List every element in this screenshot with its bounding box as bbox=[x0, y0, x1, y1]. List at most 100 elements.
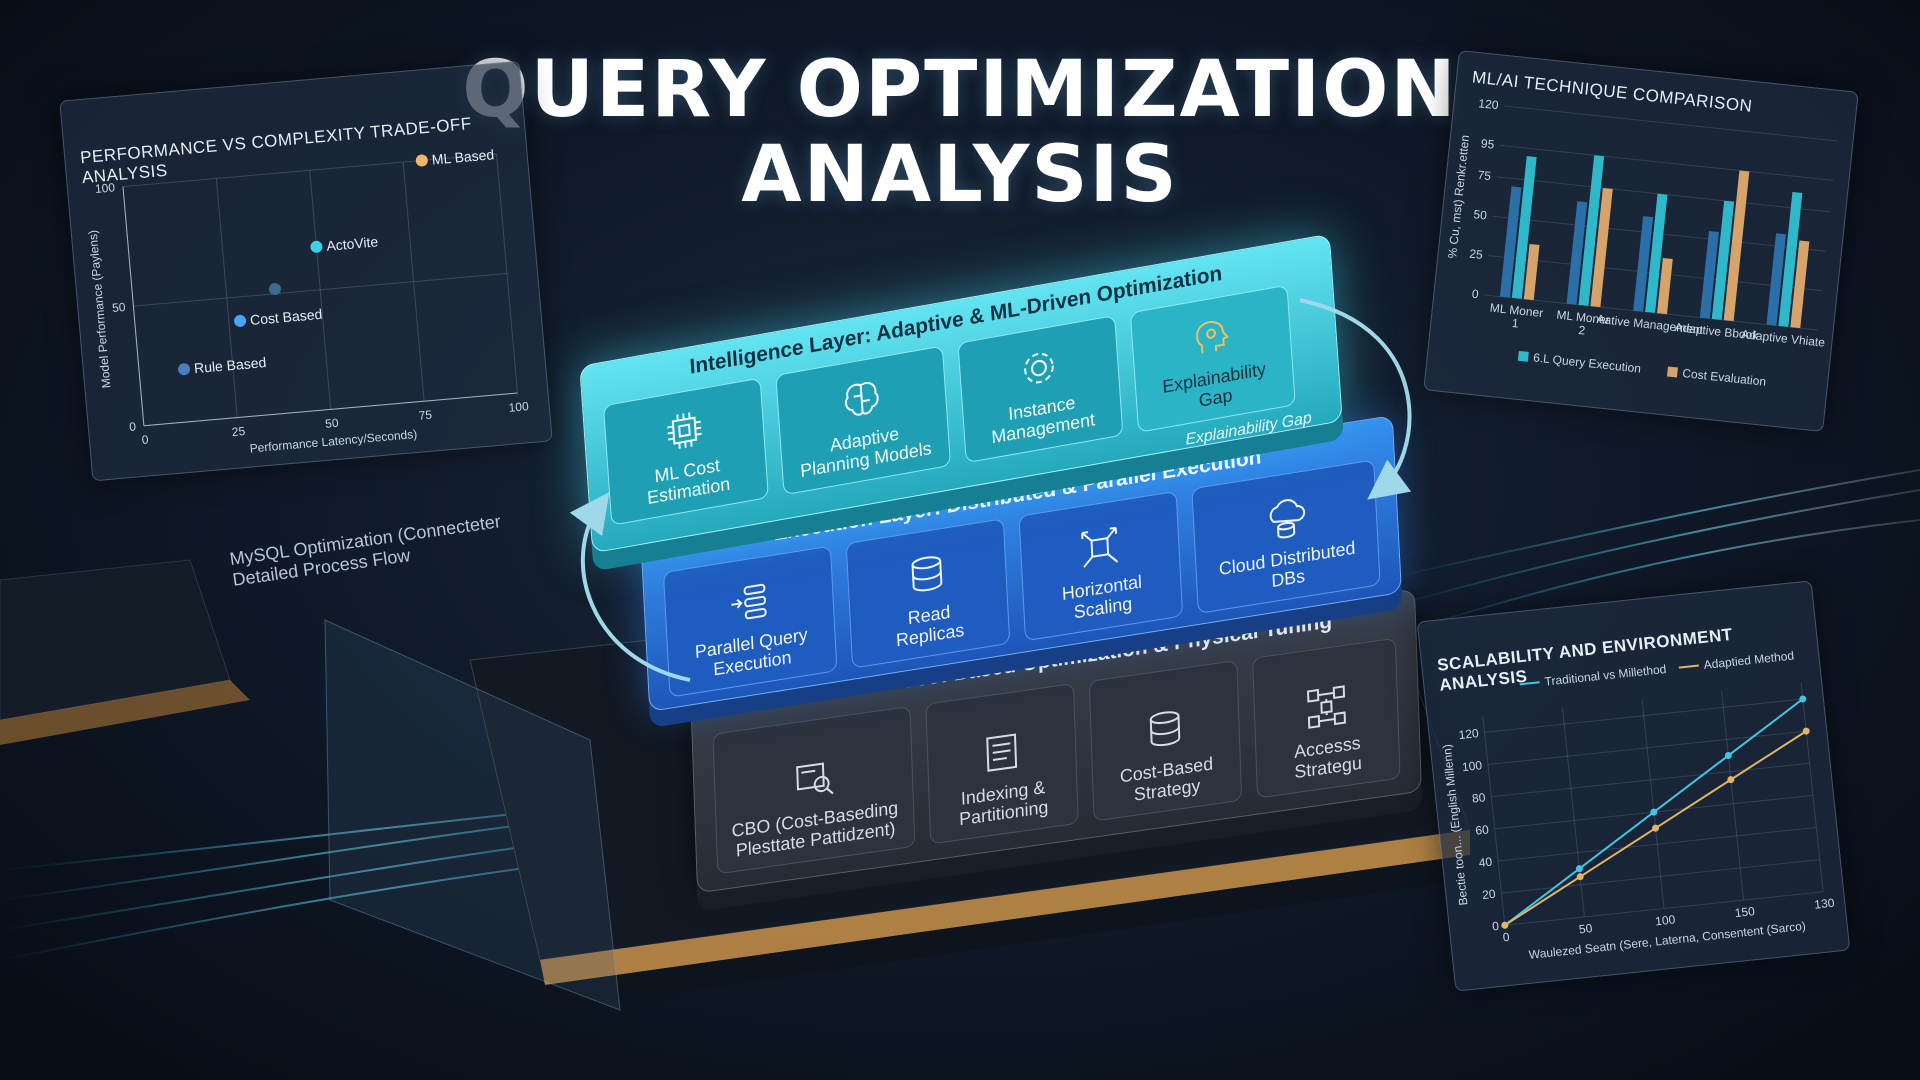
bar bbox=[1766, 233, 1786, 326]
line-x-tick: 50 bbox=[1578, 921, 1593, 936]
line-y-tick: 40 bbox=[1478, 855, 1493, 870]
scatter-y-tick: 100 bbox=[94, 180, 115, 196]
bar bbox=[1590, 187, 1613, 308]
index-icon bbox=[986, 733, 1018, 772]
line-y-tick: 100 bbox=[1461, 758, 1483, 774]
bar-y-tick: 0 bbox=[1471, 287, 1479, 302]
bar-y-tick: 50 bbox=[1473, 207, 1488, 222]
bar bbox=[1778, 191, 1803, 327]
bar-category-label: ML Moner bbox=[1489, 301, 1544, 321]
line-point bbox=[1501, 921, 1509, 929]
database-icon bbox=[911, 556, 943, 592]
line-gridline-x bbox=[1721, 691, 1745, 901]
card-cloud-dbs[interactable]: Cloud Distributed DBs bbox=[1191, 459, 1381, 614]
line-y-tick: 80 bbox=[1471, 790, 1486, 805]
bar-y-tick: 120 bbox=[1478, 96, 1500, 112]
line-point bbox=[1652, 824, 1660, 832]
bar-y-tick: 75 bbox=[1477, 168, 1492, 183]
network-icon bbox=[1306, 685, 1346, 729]
line-y-tick: 120 bbox=[1458, 726, 1480, 742]
line-point bbox=[1727, 776, 1735, 784]
intelligence-layer: Intelligence Layer: Adaptive & ML-Driven… bbox=[579, 233, 1343, 554]
card-indexing[interactable]: Indexing & Partitioning bbox=[925, 682, 1079, 845]
bar-category-label: ML Moner bbox=[1556, 308, 1611, 328]
foundation-layer: Foundation: Cost-Based Optimization & Ph… bbox=[690, 588, 1422, 894]
scatter-y-label: Model Performance (Paylens) bbox=[86, 229, 114, 388]
panel-performance-complexity: PERFORMANCE VS COMPLEXITY TRADE-OFF ANAL… bbox=[59, 60, 553, 482]
card-parallel-query[interactable]: Parallel Query Execution bbox=[662, 545, 838, 698]
scatter-point bbox=[234, 314, 247, 327]
bar bbox=[1723, 170, 1750, 322]
line-x-tick: 0 bbox=[1502, 930, 1510, 945]
line-gridline-x bbox=[1641, 699, 1665, 909]
bar bbox=[1511, 156, 1537, 299]
card-horizontal-scaling[interactable]: Horizontal Scaling bbox=[1018, 490, 1184, 642]
scatter-gridline-x bbox=[496, 153, 518, 394]
scatter-point-label: Cost Based bbox=[249, 306, 322, 328]
scatter-x-axis bbox=[143, 392, 518, 427]
bar-gridline bbox=[1496, 176, 1831, 213]
line-gridline-y bbox=[1498, 827, 1817, 862]
card-read-replicas[interactable]: Read Replicas bbox=[845, 518, 1011, 669]
scatter-x-label: Performance Latency/Seconds) bbox=[249, 427, 418, 456]
card-instance-management[interactable]: Instance Management bbox=[957, 315, 1124, 464]
card-explain-line2: Gap bbox=[1198, 384, 1233, 411]
scatter-x-tick: 50 bbox=[325, 416, 340, 431]
bar-category-label: 1 bbox=[1511, 316, 1519, 331]
line-gridline-x bbox=[1561, 707, 1585, 917]
cloud-db-icon bbox=[1269, 499, 1305, 539]
scatter-point bbox=[310, 240, 323, 253]
bar bbox=[1711, 200, 1735, 320]
bar-y-label: % Cu, mst) Renkr.etten bbox=[1445, 134, 1472, 259]
card-cost-strategy[interactable]: Cost-Based Strategy bbox=[1088, 659, 1243, 822]
card-adaptive-planning[interactable]: Adaptive Planning Models bbox=[775, 345, 952, 496]
bar bbox=[1645, 193, 1668, 313]
card-ml-cost[interactable]: ML Cost Estimation bbox=[602, 377, 769, 526]
chip-icon bbox=[667, 412, 702, 449]
card-cbo[interactable]: CBO (Cost-Baseding Plesttate Pattidzent) bbox=[712, 705, 916, 875]
line-gridline-y bbox=[1504, 891, 1824, 926]
scatter-gridline-y bbox=[133, 272, 508, 307]
scatter-point bbox=[178, 363, 191, 376]
bar-category-label: 2 bbox=[1578, 323, 1586, 338]
legend-label: Adaptied Method bbox=[1703, 649, 1795, 672]
bar bbox=[1523, 243, 1540, 301]
line-gridline-x bbox=[1482, 716, 1506, 926]
scatter-gridline-x bbox=[402, 162, 425, 402]
scatter-gridline-x bbox=[309, 170, 332, 410]
line-point bbox=[1576, 873, 1584, 881]
bar bbox=[1566, 201, 1588, 305]
scatter-x-tick: 25 bbox=[231, 424, 246, 439]
bar bbox=[1578, 155, 1605, 306]
page-title-line2: ANALYSIS bbox=[741, 130, 1179, 220]
bar bbox=[1790, 240, 1810, 329]
bar bbox=[1657, 257, 1673, 315]
scatter-point-label: Rule Based bbox=[193, 354, 267, 376]
line-point bbox=[1724, 752, 1732, 760]
line-y-tick: 60 bbox=[1475, 822, 1490, 837]
line-point bbox=[1799, 695, 1807, 703]
line-y-tick: 0 bbox=[1491, 919, 1499, 934]
card-cloud-line2: DBs bbox=[1270, 565, 1306, 592]
line-gridline-y bbox=[1491, 762, 1810, 798]
legend-line bbox=[1678, 664, 1699, 669]
scatter-point bbox=[268, 282, 281, 295]
gear-icon bbox=[1024, 352, 1054, 384]
legend-swatch bbox=[1666, 366, 1678, 378]
bar-category-label: Adaptive Vhiate bbox=[1741, 327, 1826, 350]
line-point bbox=[1650, 808, 1658, 816]
scaling-icon bbox=[1081, 526, 1119, 568]
card-explainability[interactable]: Explainability Gap bbox=[1129, 284, 1296, 433]
line-x-tick: 150 bbox=[1734, 904, 1756, 920]
scatter-x-tick: 0 bbox=[141, 432, 149, 447]
bar-y-tick: 95 bbox=[1480, 136, 1495, 151]
database-icon bbox=[1149, 711, 1181, 747]
bar bbox=[1633, 216, 1654, 312]
line-point bbox=[1802, 727, 1810, 735]
card-access-strategy[interactable]: Accesss Strategu bbox=[1252, 637, 1401, 799]
scatter-point-label: ML Based bbox=[431, 146, 495, 167]
